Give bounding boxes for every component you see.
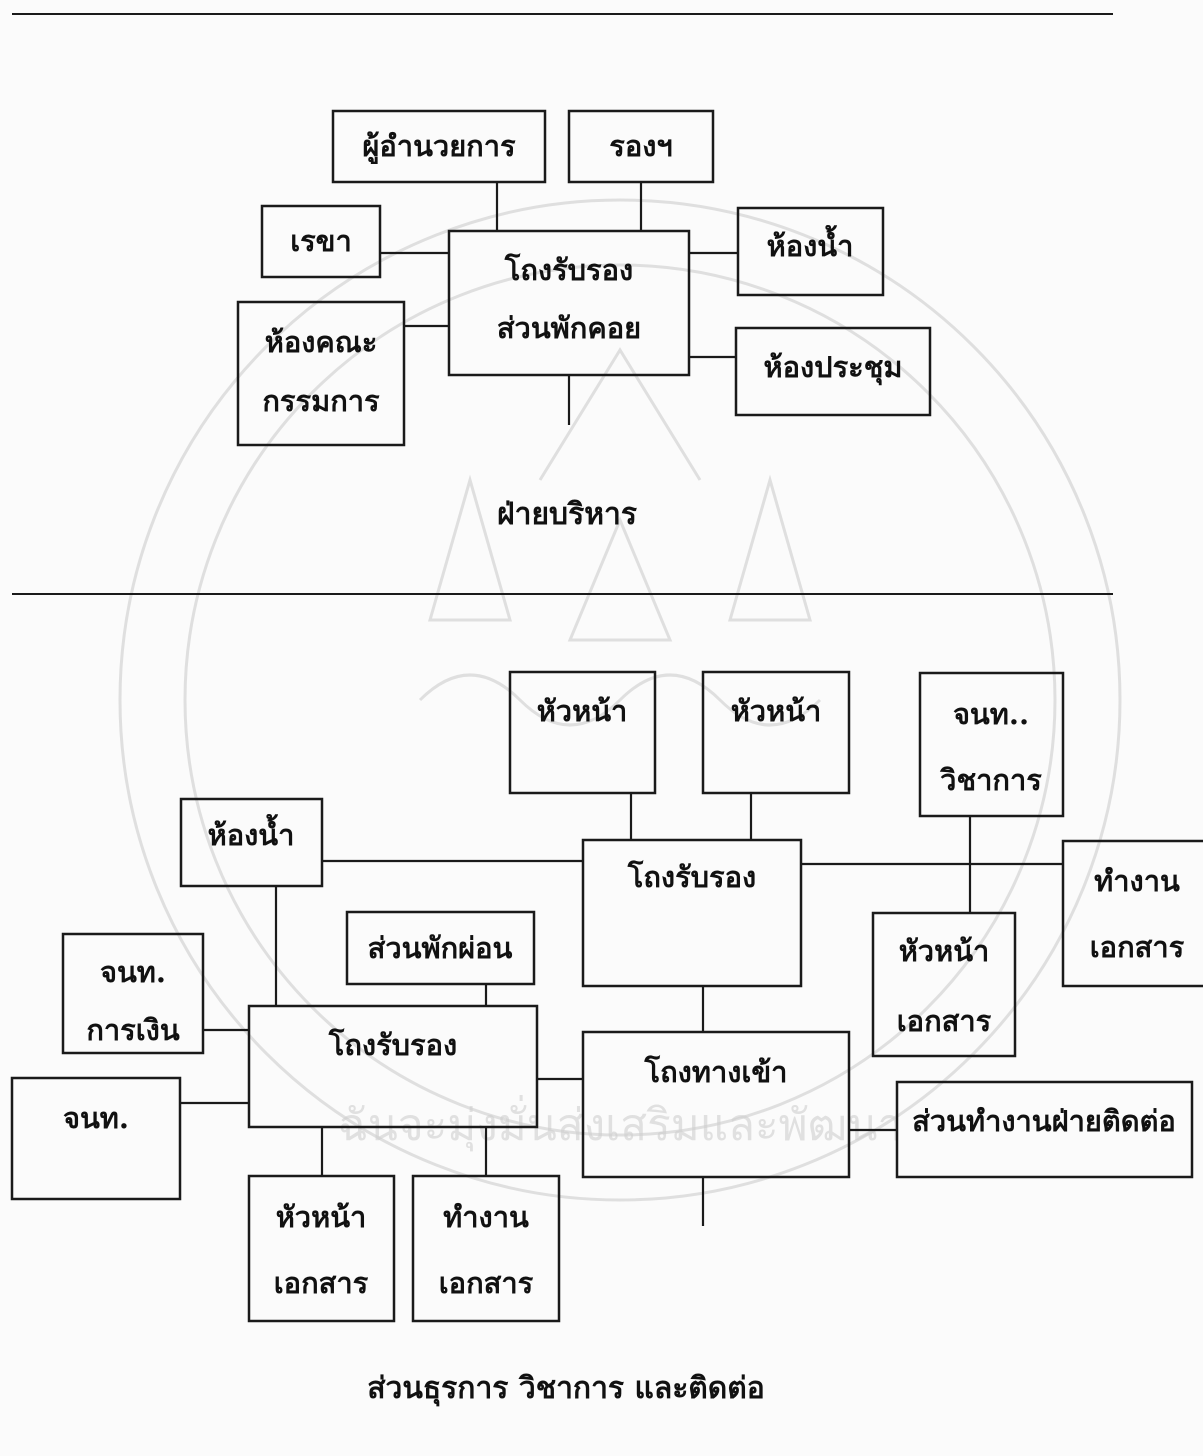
executive-hall-box	[447, 229, 691, 377]
document-head-box-right	[871, 911, 1017, 1058]
head-label-1: หัวหน้า	[537, 694, 628, 728]
committee-room-box	[236, 300, 406, 447]
executive-caption: ฝ่ายบริหาร	[497, 497, 637, 532]
academic-staff-label-2: วิชาการ	[939, 763, 1042, 797]
service-caption: ส่วนธุรการ วิชาการ และติดต่อ	[367, 1371, 765, 1407]
executive-restroom-box	[736, 206, 885, 297]
executive-restroom-label: ห้องน้ำ	[767, 224, 854, 263]
executive-section: ผู้อำนวยการ รองฯ เรขา โถงรับรอง ส่วนพักค…	[236, 109, 932, 532]
left-reception-box	[247, 1004, 539, 1129]
main-reception-box	[581, 838, 803, 988]
document-work-box-right	[1061, 839, 1203, 988]
head-box-1	[508, 670, 657, 795]
watermark-seal: ฉันจะมุ่งมั่นส่งเสริมและพัฒนา	[118, 198, 1122, 1202]
document-head-right-label-2: เอกสาร	[897, 1004, 992, 1038]
document-work-bottom-label-2: เอกสาร	[439, 1266, 534, 1300]
service-restroom-label: ห้องน้ำ	[208, 813, 295, 852]
executive-hall-label-2: ส่วนพักคอย	[497, 311, 641, 345]
committee-room-label-2: กรรมการ	[262, 384, 380, 418]
finance-staff-label-1: จนท.	[100, 955, 166, 989]
secretary-label: เรขา	[290, 224, 352, 258]
service-section: หัวหน้า หัวหน้า จนท.. วิชาการ ห้องน้ำ โถ…	[10, 670, 1203, 1407]
watermark-text: ฉันจะมุ่งมั่นส่งเสริมและพัฒนา	[338, 1094, 902, 1152]
rest-area-box	[345, 910, 536, 986]
contact-work-area-box	[895, 1080, 1194, 1179]
document-work-right-label-2: เอกสาร	[1090, 930, 1185, 964]
document-head-bottom-label-1: หัวหน้า	[276, 1200, 367, 1234]
main-reception-label: โถงรับรอง	[627, 859, 756, 894]
service-restroom-box	[179, 797, 324, 888]
entrance-hall-box	[581, 1030, 851, 1179]
deputy-box	[567, 109, 715, 184]
left-reception-label: โถงรับรอง	[328, 1027, 457, 1062]
executive-hall-label-1: โถงรับรอง	[504, 252, 633, 287]
staff-box	[10, 1076, 182, 1201]
secretary-box	[260, 204, 382, 279]
document-work-right-label-1: ทำงาน	[1094, 864, 1180, 898]
staff-label: จนท.	[63, 1101, 129, 1135]
meeting-room-label: ห้องประชุม	[763, 350, 902, 385]
rest-area-label: ส่วนพักผ่อน	[368, 931, 513, 965]
academic-staff-label-1: จนท..	[953, 697, 1029, 731]
meeting-room-box	[734, 326, 932, 417]
document-work-box-bottom	[411, 1174, 561, 1323]
director-label: ผู้อำนวยการ	[362, 129, 516, 164]
entrance-hall-label: โถงทางเข้า	[644, 1054, 788, 1089]
head-box-2	[701, 670, 851, 795]
academic-staff-box	[918, 671, 1065, 818]
director-box	[331, 109, 547, 184]
document-head-bottom-label-2: เอกสาร	[274, 1266, 369, 1300]
document-work-bottom-label-1: ทำงาน	[443, 1200, 529, 1234]
head-label-2: หัวหน้า	[731, 694, 822, 728]
deputy-label: รองฯ	[609, 129, 672, 163]
finance-staff-box	[61, 932, 205, 1055]
contact-work-area-label: ส่วนทำงานฝ่ายติดต่อ	[912, 1104, 1176, 1138]
finance-staff-label-2: การเงิน	[86, 1013, 179, 1047]
document-head-box-bottom	[247, 1174, 396, 1323]
document-head-right-label-1: หัวหน้า	[899, 934, 990, 968]
committee-room-label-1: ห้องคณะ	[265, 325, 378, 359]
